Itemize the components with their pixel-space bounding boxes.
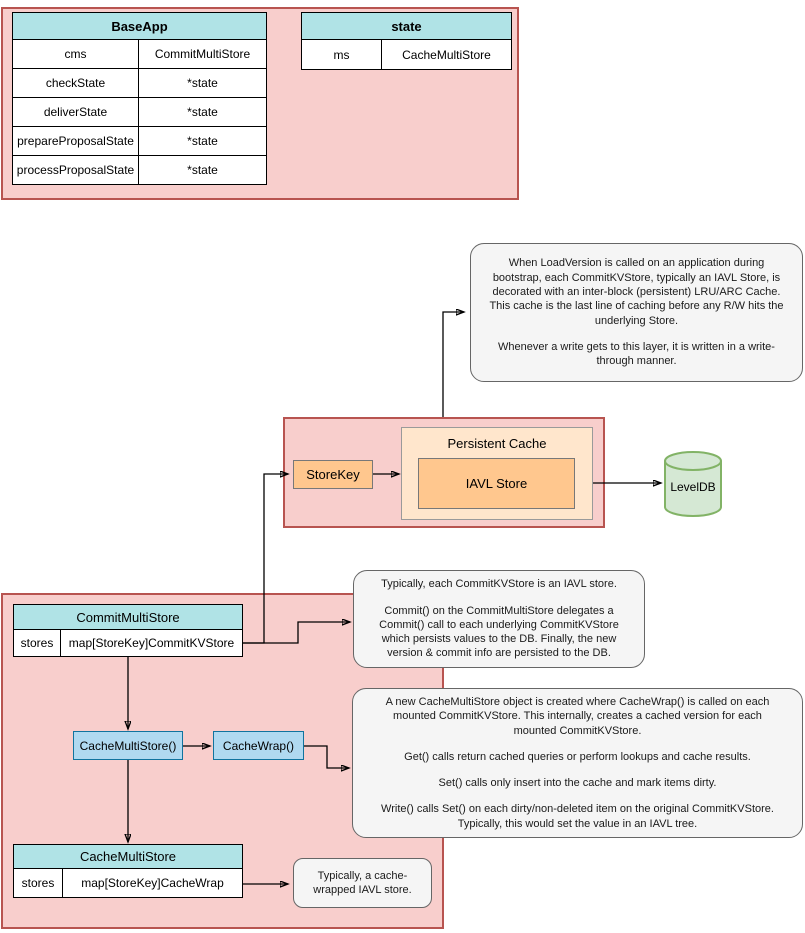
leveldb-cylinder: LevelDB — [663, 450, 723, 518]
baseapp-row-deliverstate-key: deliverState — [12, 97, 139, 127]
baseapp-table-title: BaseApp — [12, 12, 267, 40]
commit-multistore-table-title: CommitMultiStore — [13, 604, 243, 630]
leveldb-label: LevelDB — [670, 480, 716, 494]
note-cache-wrapped-p1: Typically, a cache-wrapped IAVL store. — [313, 869, 412, 896]
note-cache-wrapped: Typically, a cache-wrapped IAVL store. — [293, 858, 432, 908]
baseapp-row-prepareproposal-key: prepareProposalState — [12, 126, 139, 156]
cache-multistore-fn-box: CacheMultiStore() — [73, 731, 183, 760]
note-load-version-p2: Whenever a write gets to this layer, it … — [498, 340, 775, 368]
cache-multistore-table-title: CacheMultiStore — [13, 844, 243, 869]
state-table-title: state — [301, 12, 512, 40]
baseapp-row-cms-key: cms — [12, 39, 139, 69]
table-row: deliverState *state — [12, 97, 267, 127]
table-row: ms CacheMultiStore — [301, 39, 512, 70]
cache-wrap-fn-box: CacheWrap() — [213, 731, 304, 760]
storekey-box: StoreKey — [293, 460, 373, 489]
note-cache-behavior-p2: Get() calls return cached queries or per… — [404, 750, 751, 763]
note-cache-behavior-p4: Write() calls Set() on each dirty/non-de… — [381, 803, 774, 830]
baseapp-row-processproposal-value: *state — [138, 155, 267, 185]
persistent-cache-title: Persistent Cache — [447, 436, 547, 451]
note-cache-behavior-p1: A new CacheMultiStore object is created … — [385, 695, 770, 737]
baseapp-table: BaseApp cms CommitMultiStore checkState … — [12, 12, 267, 185]
note-cache-behavior-p3: Set() calls only insert into the cache a… — [438, 777, 717, 790]
commit-multistore-table: CommitMultiStore stores map[StoreKey]Com… — [13, 604, 243, 657]
note-load-version: When LoadVersion is called on an applica… — [470, 243, 803, 382]
table-row: stores map[StoreKey]CommitKVStore — [13, 629, 243, 657]
arrow-cachegroup-to-loadversion-note — [442, 312, 464, 417]
cachems-row-stores-key: stores — [13, 868, 63, 898]
baseapp-row-processproposal-key: processProposalState — [12, 155, 139, 185]
table-row: stores map[StoreKey]CacheWrap — [13, 868, 243, 898]
baseapp-row-prepareproposal-value: *state — [138, 126, 267, 156]
note-load-version-p1: When LoadVersion is called on an applica… — [489, 257, 784, 327]
note-commit-delegation-p1: Typically, each CommitKVStore is an IAVL… — [381, 578, 617, 591]
state-table: state ms CacheMultiStore — [301, 12, 512, 70]
note-commit-delegation-p2: Commit() on the CommitMultiStore delegat… — [379, 604, 619, 660]
baseapp-row-cms-value: CommitMultiStore — [138, 39, 267, 69]
table-row: processProposalState *state — [12, 155, 267, 185]
note-cache-behavior: A new CacheMultiStore object is created … — [352, 688, 803, 838]
cache-multistore-table: CacheMultiStore stores map[StoreKey]Cach… — [13, 844, 243, 898]
cylinder-shape-icon — [664, 451, 722, 517]
baseapp-row-checkstate-value: *state — [138, 68, 267, 98]
note-commit-delegation: Typically, each CommitKVStore is an IAVL… — [353, 570, 645, 668]
table-row: checkState *state — [12, 68, 267, 98]
state-row-ms-key: ms — [301, 39, 382, 70]
cachems-row-stores-value: map[StoreKey]CacheWrap — [62, 868, 243, 898]
iavl-store-box: IAVL Store — [418, 458, 575, 509]
table-row: cms CommitMultiStore — [12, 39, 267, 69]
baseapp-row-checkstate-key: checkState — [12, 68, 139, 98]
commitms-row-stores-value: map[StoreKey]CommitKVStore — [60, 629, 243, 657]
table-row: prepareProposalState *state — [12, 126, 267, 156]
baseapp-row-deliverstate-value: *state — [138, 97, 267, 127]
state-row-ms-value: CacheMultiStore — [381, 39, 512, 70]
commitms-row-stores-key: stores — [13, 629, 61, 657]
